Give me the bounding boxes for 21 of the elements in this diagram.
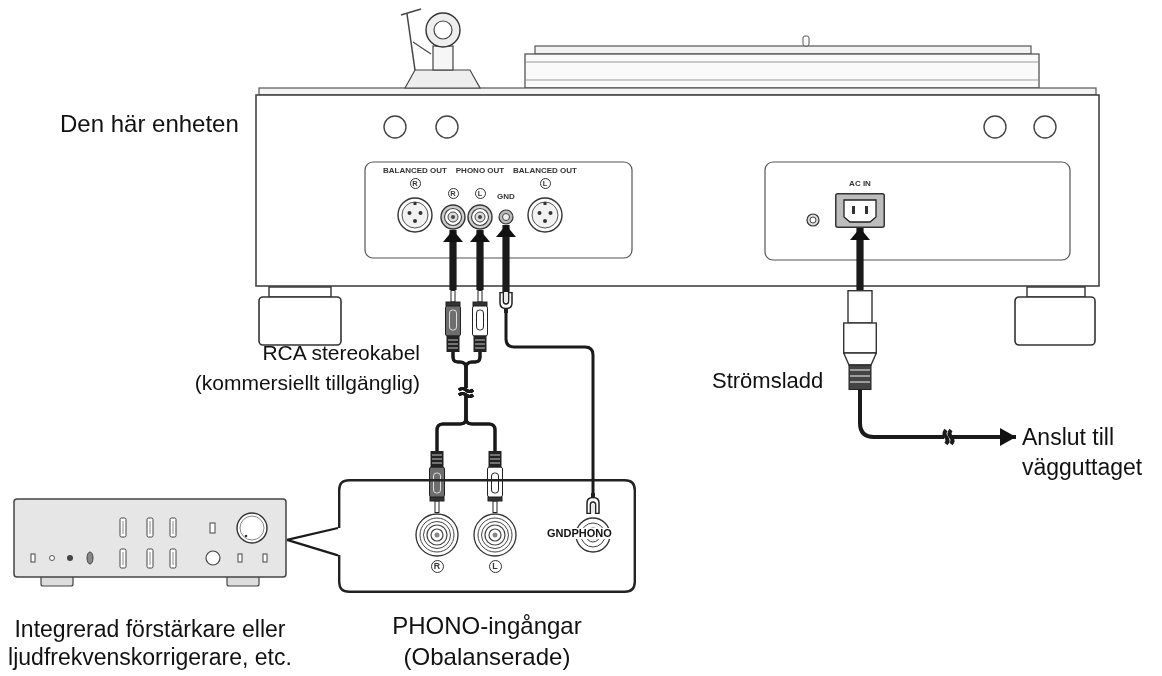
terminal-label: GNDPHONO bbox=[546, 528, 613, 539]
jack-label: BALANCED OUT bbox=[513, 167, 577, 175]
device-label: Den här enheten bbox=[60, 112, 239, 136]
power-cord bbox=[858, 388, 1018, 446]
jack-label: BALANCED OUT bbox=[383, 167, 447, 175]
channel-label: R bbox=[430, 560, 444, 573]
insertion-arrow bbox=[443, 230, 463, 290]
panel-label: PHONO OUT bbox=[455, 167, 505, 175]
insertion-arrow bbox=[850, 228, 870, 290]
instruction-text: Anslut till vägguttaget bbox=[1016, 422, 1162, 482]
callout-pointer bbox=[285, 526, 340, 557]
ground-wire bbox=[504, 313, 595, 493]
jack-label: AC IN bbox=[849, 180, 871, 188]
insertion-arrow bbox=[470, 230, 490, 290]
cable-label: RCA stereokabel (kommersiellt tillgänglig) bbox=[193, 340, 420, 396]
input-label: PHONO-ingångar (Obalanserade) bbox=[391, 611, 583, 672]
jack-label: GND bbox=[497, 193, 515, 201]
cable-label: Strömsladd bbox=[712, 370, 824, 392]
device-label: Integrerad förstärkare eller ljudfrekvenskorrigerare, etc. bbox=[7, 615, 293, 671]
insertion-arrow bbox=[496, 225, 516, 292]
channel-label: L bbox=[488, 560, 502, 573]
